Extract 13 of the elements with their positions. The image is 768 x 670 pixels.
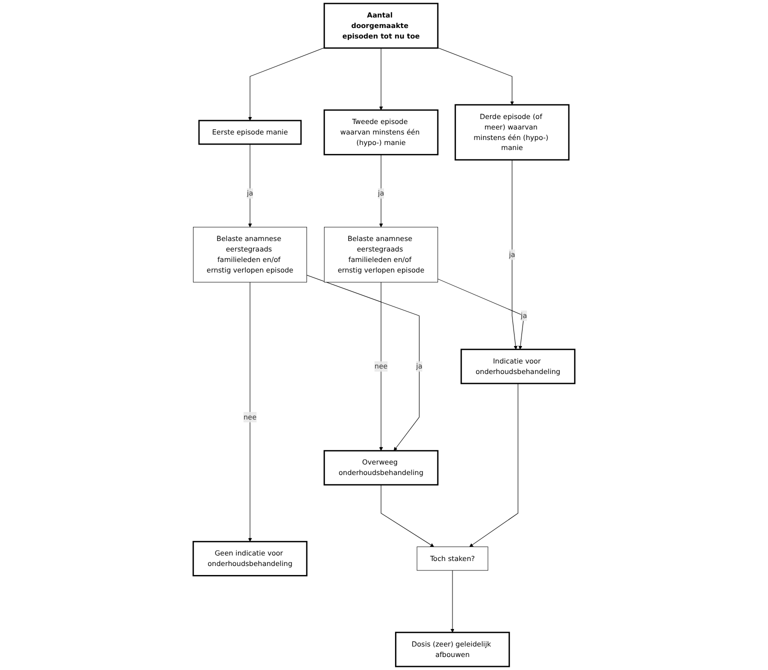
arrow	[248, 282, 252, 542]
arrow	[379, 48, 383, 110]
arrow	[380, 484, 434, 547]
arrow	[248, 47, 325, 121]
arrow	[438, 47, 514, 105]
arrow	[379, 154, 383, 228]
arrow	[512, 160, 518, 350]
arrow	[438, 278, 524, 350]
arrow	[248, 144, 252, 228]
arrow	[469, 383, 518, 547]
arrow	[450, 570, 454, 633]
arrow	[306, 274, 420, 451]
arrow	[379, 282, 383, 451]
